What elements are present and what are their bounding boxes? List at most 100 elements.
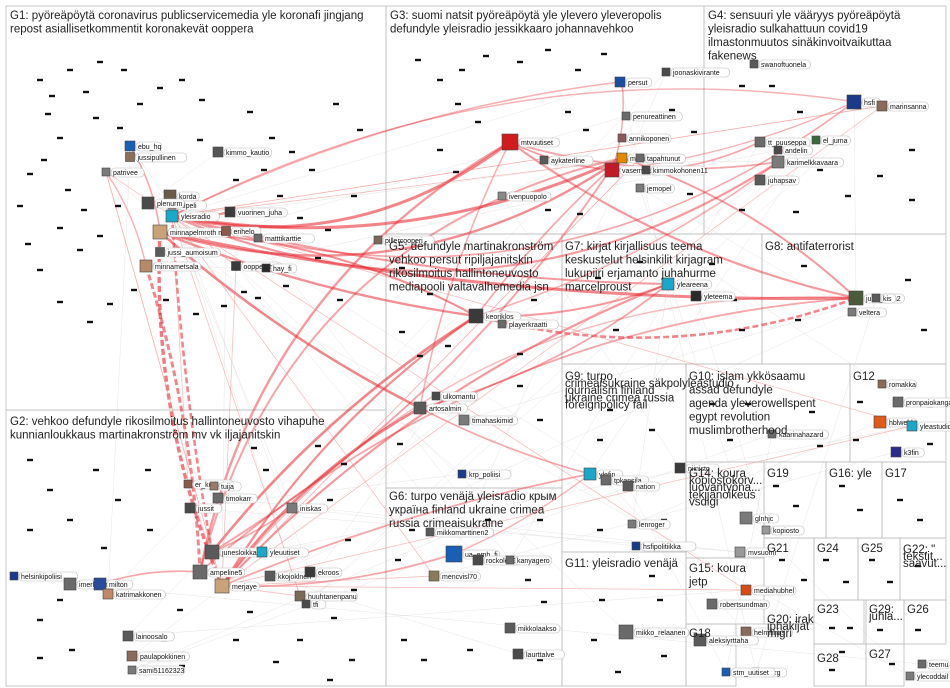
node-label: mikkomarttinen2 — [437, 530, 488, 537]
node-niinisto[interactable]: niinisto — [674, 462, 720, 474]
node-el-juma[interactable]: el_juma — [811, 135, 851, 146]
node-teemu[interactable]: teemu — [917, 659, 950, 670]
node-tuija[interactable]: tuija — [209, 481, 242, 492]
edge-faint — [159, 251, 911, 677]
node-keoriklos[interactable]: keoriklos — [468, 308, 522, 324]
node-lenroger[interactable]: lenroger — [627, 519, 671, 530]
node-jussi-aumoisum[interactable]: jussi_aumoisum — [155, 247, 221, 258]
node-mark — [657, 598, 663, 602]
node-kanyagero[interactable]: kanyagero — [505, 555, 553, 566]
edge — [171, 156, 623, 230]
node-label-pill — [310, 599, 327, 610]
node-huuhtanenpanu[interactable]: huuhtanenpanu — [294, 590, 358, 602]
node-mtvuutiset[interactable]: mtvuutiset — [501, 133, 560, 151]
node-yleuutiset[interactable]: yleuutiset — [256, 546, 309, 558]
node-pillercooperi[interactable]: pillercooperi — [373, 235, 435, 246]
node-lainoosalo[interactable]: lainoosalo — [122, 630, 175, 642]
node-mediahubhel[interactable]: mediahubhel — [740, 584, 797, 596]
node-annikoponen[interactable]: annikoponen — [617, 133, 672, 144]
node-kimmo-kautio[interactable]: kimmo_kautio — [212, 146, 272, 158]
node-nation[interactable]: nation — [622, 480, 661, 492]
node-mikko-relaanen[interactable]: mikko_relaanen — [618, 624, 690, 640]
node-ivenpuopolo[interactable]: ivenpuopolo — [497, 191, 552, 202]
node-persut[interactable]: persut — [614, 76, 653, 88]
node-yleteema[interactable]: yleteema — [690, 290, 736, 302]
node-tapahtunut[interactable]: tapahtunut — [635, 153, 686, 164]
node-penureattinen[interactable]: penureattinen — [621, 111, 683, 122]
node-ebu-hq[interactable]: ebu_hq — [124, 140, 163, 152]
node-timokarr[interactable]: timokarr — [212, 492, 258, 504]
node-hsfipolitiikka[interactable]: hsfipolitiikka — [631, 541, 697, 552]
node-yleareena[interactable]: yleareena — [661, 277, 713, 291]
node-mark — [545, 208, 551, 212]
node-merjaye[interactable]: merjaye — [214, 578, 260, 594]
node-hay-fi[interactable]: hay_fi — [261, 263, 298, 274]
node-matttikarttie[interactable]: matttikarttie — [253, 233, 315, 244]
node-jussipullinen[interactable]: jussipullinen — [125, 152, 188, 163]
node-yleastudio[interactable]: yleastudio — [906, 420, 950, 432]
node-kaarinahazard[interactable]: kaarinahazard — [767, 429, 829, 440]
node-vuorinen-juha[interactable]: vuorinen_juha — [224, 206, 288, 218]
node-kis[interactable]: kis — [871, 293, 897, 304]
node-plenurm[interactable]: plenurm — [141, 196, 185, 210]
node-hsfi[interactable]: hsfi — [846, 94, 881, 110]
node-helsinkipoliisi[interactable]: helsinkipoliisi — [9, 571, 78, 582]
node-erihelo[interactable]: erihelo — [221, 226, 262, 237]
node-minnapelmroth-ma[interactable]: minnapelmroth ma — [152, 224, 231, 240]
node-junesloikka[interactable]: junesloikka — [204, 544, 265, 560]
node-patrivee[interactable]: patrivee — [101, 167, 145, 178]
node-aleksiyrttaha[interactable]: aleksiyrttaha — [693, 633, 759, 647]
node-mencvisl70[interactable]: mencvisl70 — [428, 570, 481, 582]
node-milton[interactable]: milton — [93, 577, 134, 591]
node-glnhjc[interactable]: glnhjc — [739, 511, 780, 525]
group-label-line: G5: defundyle martinakronström — [389, 241, 553, 253]
node-kopiosto[interactable]: kopiosto — [761, 525, 805, 536]
node-ulkomantu[interactable]: ulkomantu — [431, 391, 479, 402]
node-yleisradio[interactable]: yleisradio — [165, 209, 220, 223]
node-jemopel[interactable]: jemopel — [635, 183, 675, 194]
node-tt-puuseppa[interactable]: tt_puuseppa — [754, 136, 811, 148]
node-krp-poliisi[interactable]: krp_poliisi — [457, 469, 512, 480]
node-jussit[interactable]: jussit — [184, 502, 223, 514]
node-mark — [745, 402, 751, 406]
node-mikkolaakso[interactable]: mikkolaakso — [504, 622, 561, 634]
node-avatar — [877, 379, 887, 389]
node-avatar — [917, 659, 927, 669]
node-ylecoddail[interactable]: ylecoddail — [905, 671, 950, 682]
node-joonaskivirante[interactable]: joonaskivirante — [661, 67, 730, 78]
node-iniskas[interactable]: iniskas — [286, 502, 328, 514]
node-karimelkkavaara[interactable]: karimelkkavaara — [771, 155, 844, 169]
node-playerkraatti[interactable]: playerkraatti — [497, 319, 559, 330]
node-pronpaiokangas[interactable]: pronpaiokangas — [892, 396, 950, 408]
node-laurttalve[interactable]: laurttalve — [512, 648, 565, 660]
edge-faint — [501, 195, 681, 469]
node-tfi[interactable]: tfi — [301, 599, 327, 610]
node-mikkomarttinen2[interactable]: mikkomarttinen2 — [425, 527, 494, 538]
node-mark — [597, 528, 603, 532]
node-swanoftuonela[interactable]: swanoftuonela — [749, 59, 811, 70]
group-label-g21: G21 — [767, 543, 789, 555]
node-juhapsav[interactable]: juhapsav — [754, 174, 800, 186]
node-romakka[interactable]: romakka — [877, 379, 917, 390]
node-artosalmin[interactable]: artosalmin — [413, 401, 468, 415]
node-veltera[interactable]: veltera — [847, 307, 887, 318]
node-mvsuomi[interactable]: mvsuomi — [734, 546, 776, 558]
node-label: mediahubhel — [754, 588, 795, 595]
node-minnametsala[interactable]: minnametsala — [139, 259, 201, 273]
node-stm-uutiset[interactable]: stm_uutiset — [721, 667, 776, 678]
node-marinsanna[interactable]: marinsanna — [876, 100, 929, 112]
node-ekroos[interactable]: ekroos — [304, 566, 343, 578]
node-sami51162323[interactable]: sami51162323 — [127, 665, 185, 676]
node-k3fin[interactable]: k3fin — [890, 446, 925, 458]
node-timahaskimid[interactable]: timahaskimid — [458, 414, 518, 426]
node-kimmokohonen11[interactable]: kimmokohonen11 — [641, 165, 708, 176]
node-robertsundman[interactable]: robertsundman — [706, 598, 770, 610]
node-aykaterline[interactable]: aykaterline — [539, 155, 594, 166]
node-mark — [93, 468, 99, 472]
node-ampeline5[interactable]: ampeline5 — [192, 564, 246, 580]
node-paulapokkinen[interactable]: paulapokkinen — [126, 650, 190, 662]
node-katrimakkonen[interactable]: katrimakkonen — [102, 588, 166, 600]
node-andelin[interactable]: andelin — [773, 145, 813, 156]
